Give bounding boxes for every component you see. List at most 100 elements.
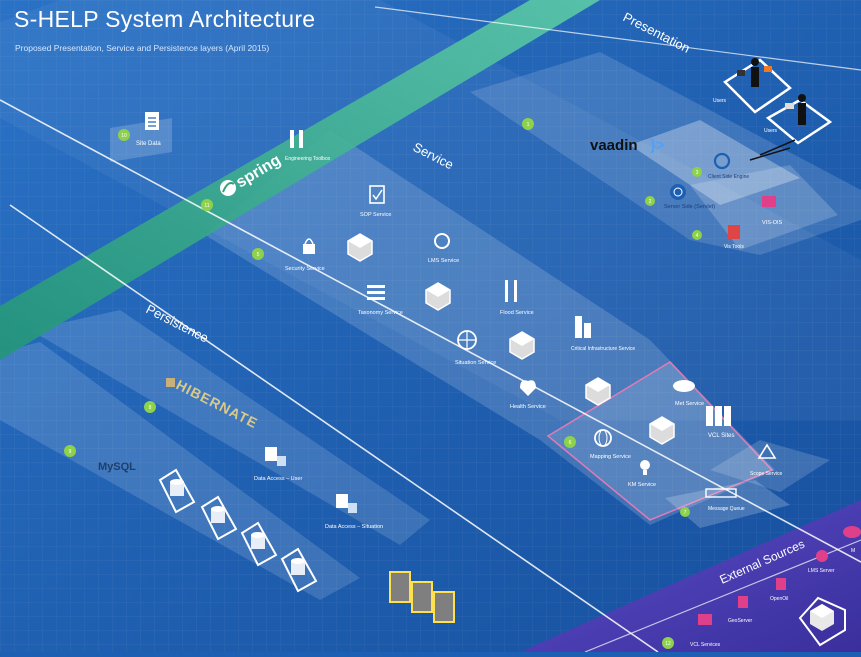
badge-service: 5 <box>252 248 264 260</box>
connector-line <box>749 147 791 161</box>
svg-text:6: 6 <box>569 440 572 446</box>
database-icon-2 <box>200 495 238 541</box>
vcl-sites-node[interactable]: VCL Sites <box>706 406 734 439</box>
camera-icon <box>737 70 745 76</box>
vcl-services-node[interactable]: VCL Services <box>690 614 721 648</box>
badge-hibernate: 8 <box>144 401 156 413</box>
vaadin-chevron-icon: }> <box>650 137 665 154</box>
server-icon <box>728 225 740 239</box>
service-cube-4 <box>585 377 611 406</box>
cloud-icon <box>673 380 695 392</box>
scope-service-node[interactable]: Scope Service <box>750 443 782 477</box>
met-label: Met Service <box>675 401 704 407</box>
met-service-node[interactable]: Met Service <box>673 380 704 407</box>
service-plate <box>205 130 775 525</box>
user-icon <box>798 94 806 102</box>
vis-tools-node[interactable]: Vis Tools <box>724 225 744 250</box>
svg-text:10: 10 <box>121 133 127 139</box>
situation-service-node[interactable]: Situation Service <box>455 330 496 366</box>
more-sources-node[interactable]: M <box>843 526 861 554</box>
scope-plate <box>710 440 830 492</box>
lock-icon <box>303 244 315 254</box>
client-side-engine-node[interactable]: Client Side Engine <box>708 152 749 180</box>
mapping-service-node[interactable]: Mapping Service <box>590 429 631 460</box>
upper-region-plate <box>0 0 861 420</box>
users-label-1: Users <box>713 98 727 104</box>
server-rack-icon <box>706 406 713 426</box>
spring-band <box>0 0 600 360</box>
storage-cluster-icon <box>389 571 455 623</box>
taxonomy-service-node[interactable]: Taxonomy Service <box>358 285 403 316</box>
separator-line-presentation <box>374 6 861 71</box>
vis-tools-plate <box>690 165 838 250</box>
laptop-icon <box>785 103 794 109</box>
page-title: S-HELP System Architecture <box>14 6 316 32</box>
critical-infrastructure-node[interactable]: Critical Infrastructure Service <box>571 316 635 352</box>
km-service-node[interactable]: KM Service <box>628 460 656 488</box>
badge-client: 3 <box>692 167 702 177</box>
database-icon-3 <box>240 521 278 567</box>
monitor-icon <box>762 196 776 207</box>
database-icon <box>776 578 786 590</box>
hibernate-plate <box>30 310 430 545</box>
health-service-node[interactable]: Health Service <box>510 380 546 410</box>
mapping-label: Mapping Service <box>590 454 631 460</box>
spring-leaf-icon <box>220 180 236 196</box>
hibernate-icon <box>166 378 175 387</box>
badge-site-data: 10 <box>118 129 130 141</box>
engineering-label: Engineering Toolbox <box>285 156 331 162</box>
data-access-user-node[interactable]: Data Access – User <box>254 447 302 482</box>
globe-icon <box>670 184 686 200</box>
gear-icon <box>816 550 828 562</box>
database-icon-4 <box>280 547 318 593</box>
critical-label: Critical Infrastructure Service <box>571 346 635 352</box>
badge-external: 12 <box>662 637 674 649</box>
taxonomy-icon <box>367 285 385 288</box>
da-situation-label: Data Access – Situation <box>325 524 383 530</box>
badge-vis-tools: 4 <box>692 230 702 240</box>
database-icon-1 <box>158 468 196 514</box>
document-icon <box>336 494 348 508</box>
users-label-2: Users <box>764 128 778 134</box>
service-cube-2 <box>425 282 451 311</box>
scope-label: Scope Service <box>750 471 782 477</box>
svg-text:7: 7 <box>684 510 687 516</box>
screwdriver-icon <box>299 130 303 148</box>
lms-server-node[interactable]: LMS Server <box>808 550 835 574</box>
badge-presentation: 1 <box>522 118 534 130</box>
building-icon <box>575 316 582 338</box>
engineering-toolbox-node[interactable]: Engineering Toolbox <box>285 130 331 162</box>
site-data-node[interactable]: Site Data <box>136 112 161 147</box>
network-icon <box>757 443 777 459</box>
user-pad <box>723 58 792 114</box>
users-node-2[interactable]: Users <box>764 94 833 145</box>
svg-text:8: 8 <box>149 405 152 411</box>
svg-text:3: 3 <box>696 170 699 176</box>
security-service-node[interactable]: Security Service <box>285 238 325 272</box>
sop-service-node[interactable]: SOP Service <box>360 185 391 218</box>
geoserver-label: GeoServer <box>728 618 753 624</box>
da-user-label: Data Access – User <box>254 476 302 482</box>
openoil-node[interactable]: OpenOil <box>770 578 788 602</box>
heart-icon <box>520 380 536 396</box>
gear-icon <box>434 233 450 249</box>
geoserver-node[interactable]: GeoServer <box>728 596 753 624</box>
lms-server-label: LMS Server <box>808 568 835 574</box>
external-sources-band <box>520 500 861 652</box>
data-access-situation-node[interactable]: Data Access – Situation <box>325 494 383 530</box>
server-side-node[interactable]: Server Side (Servlet) <box>664 184 715 210</box>
kml-label: KM Service <box>628 482 656 488</box>
users-node-1[interactable]: Users <box>713 58 792 114</box>
vis-os-label: VIS-OIS <box>762 220 783 226</box>
vis-os-node[interactable]: VIS-OIS <box>762 196 783 226</box>
client-side-label: Client Side Engine <box>708 174 749 180</box>
lms-label: LMS Service <box>428 258 459 264</box>
flood-service-node[interactable]: Flood Service <box>500 280 534 316</box>
svg-text:5: 5 <box>257 252 260 258</box>
badge-server: 2 <box>645 196 655 206</box>
lms-service-node[interactable]: LMS Service <box>428 233 459 264</box>
external-cube <box>798 596 846 647</box>
message-queue-node[interactable]: Message Queue <box>705 488 745 512</box>
svg-text:11: 11 <box>204 203 209 209</box>
